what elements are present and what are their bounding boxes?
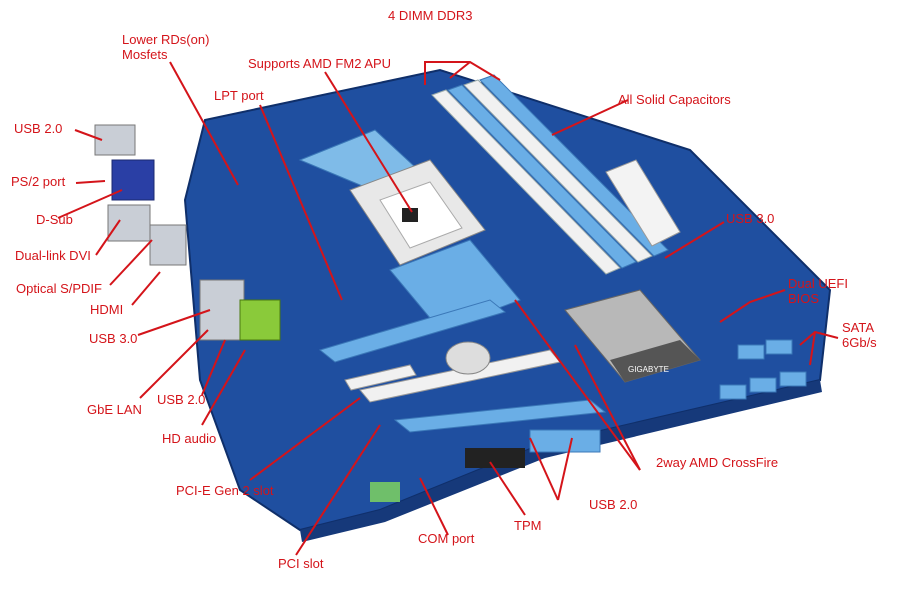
- usb-headers: [529, 429, 601, 453]
- com-header: [465, 448, 525, 468]
- rear-io: [94, 124, 281, 341]
- pcie-slots: [318, 299, 607, 433]
- pointer-lines: [57, 61, 839, 556]
- label-pcie: PCI-E Gen 2 slot: [176, 483, 274, 498]
- label-spdif: Optical S/PDIF: [16, 281, 102, 296]
- label-usb3-right: USB 3.0: [726, 211, 775, 226]
- label-sata: SATA 6Gb/s: [842, 320, 877, 350]
- label-usb2-bottom: USB 2.0: [589, 497, 638, 512]
- label-crossfire: 2way AMD CrossFire: [656, 455, 779, 470]
- label-dvi: Dual-link DVI: [15, 248, 91, 263]
- label-gbe: GbE LAN: [87, 402, 142, 417]
- brand-text: GIGABYTE: [628, 365, 669, 374]
- label-dsub: D-Sub: [36, 212, 73, 227]
- label-usb3-left: USB 3.0: [89, 331, 138, 346]
- label-ddr3: 4 DIMM DDR3: [388, 8, 473, 23]
- label-usb2-mid: USB 2.0: [157, 392, 206, 407]
- label-fm2: Supports AMD FM2 APU: [248, 56, 392, 71]
- label-hdmi: HDMI: [90, 302, 124, 317]
- label-hdaudio: HD audio: [162, 431, 217, 446]
- label-usb2-top: USB 2.0: [14, 121, 63, 136]
- label-pci: PCI slot: [278, 556, 324, 571]
- audio-header: [370, 482, 400, 502]
- dimm-slots: [431, 74, 669, 275]
- atx-power: [605, 159, 681, 247]
- battery: [445, 341, 491, 375]
- label-tpm: TPM: [514, 518, 542, 533]
- sata-ports: [719, 339, 807, 400]
- label-uefi: Dual UEFI BIOS: [788, 276, 848, 306]
- label-lpt: LPT port: [214, 88, 264, 103]
- label-ps2: PS/2 port: [11, 174, 66, 189]
- chipset-heatsink: GIGABYTE: [564, 289, 701, 383]
- label-lower-rds: Lower RDs(on) Mosfets: [122, 32, 210, 62]
- label-com: COM port: [418, 531, 475, 546]
- label-solid-caps: All Solid Capacitors: [618, 92, 731, 107]
